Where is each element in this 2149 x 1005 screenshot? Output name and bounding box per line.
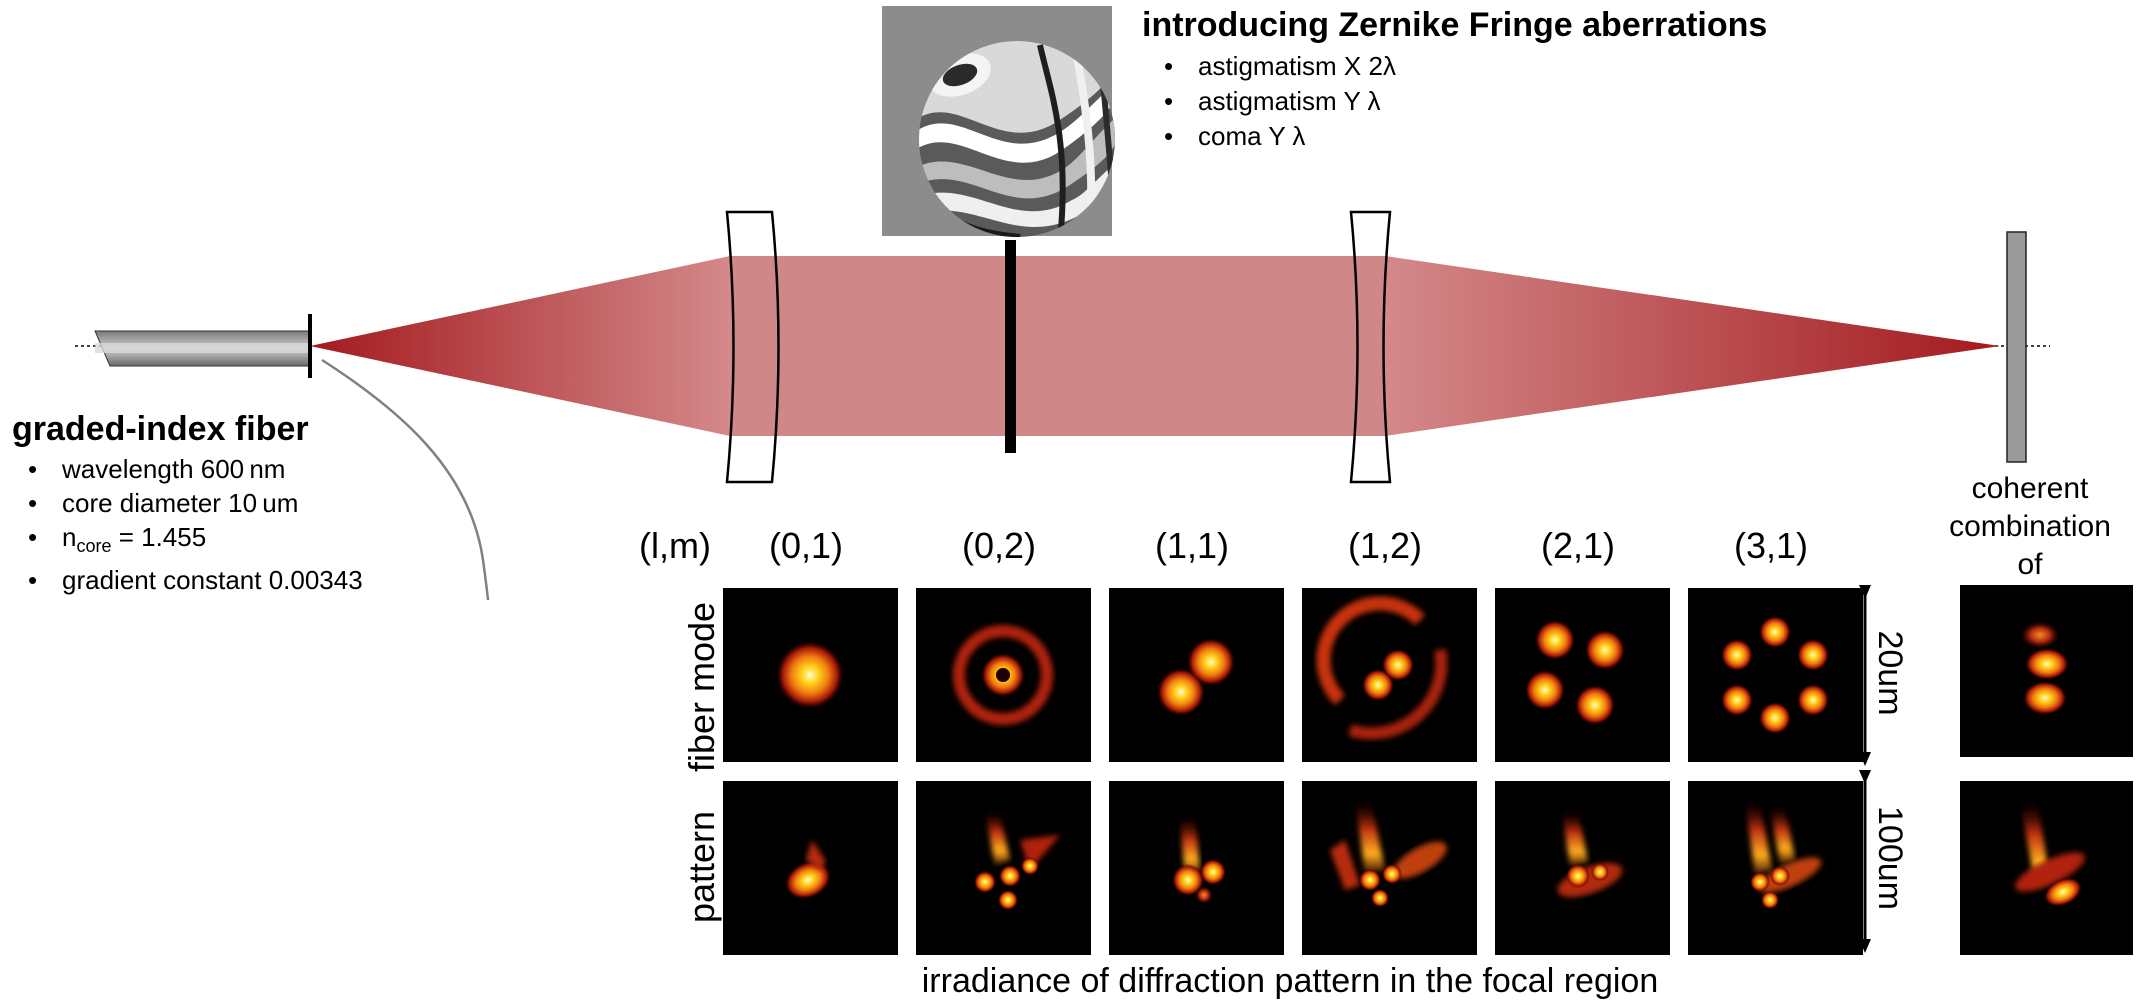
row-label-fiber-mode: fiber mode [681, 601, 722, 773]
zernike-item: coma Y λ [1158, 119, 1396, 154]
combination-label-line: coherent [1971, 472, 2089, 505]
scale-label-100um: 100um [1871, 806, 1909, 910]
caption: irradiance of diffraction pattern in the… [921, 962, 1659, 1000]
column-heading: (1,1) [1154, 525, 1230, 566]
column-heading: (3,1) [1733, 525, 1809, 566]
panel-pattern-3-1 [1688, 781, 1863, 955]
panel-pattern-0-2 [916, 781, 1091, 955]
panel-pattern-1-2 [1302, 781, 1477, 955]
zernike-list: astigmatism X 2λ astigmatism Y λ coma Y … [1158, 49, 1396, 154]
phase-map-image [882, 6, 1115, 237]
scale-label-20um: 20um [1871, 630, 1909, 716]
panel-pattern-2-1 [1495, 781, 1670, 955]
column-heading: (2,1) [1540, 525, 1616, 566]
n-core-subscript: core [76, 536, 112, 557]
column-heading: (0,1) [768, 525, 844, 566]
fiber-spec-item: gradient constant 0.00343 [22, 563, 363, 597]
panel-fiber-0-2 [916, 588, 1091, 762]
zernike-item: astigmatism Y λ [1158, 84, 1396, 119]
lens-2 [1349, 210, 1392, 484]
combination-label-line: combination of [1949, 510, 2111, 581]
mode-arrow [321, 358, 490, 600]
combination-label: coherent combination of modes [1945, 470, 2115, 622]
combination-label-line: modes [1984, 586, 2076, 619]
panel-pattern-1-1 [1109, 781, 1284, 955]
zernike-title: introducing Zernike Fringe aberrations [1142, 6, 1768, 44]
fiber-spec-item: wavelength 600 nm [22, 452, 363, 486]
index-label: (l,m) [639, 525, 711, 566]
fiber-spec-list: wavelength 600 nm core diameter 10 um nc… [22, 452, 363, 597]
diverging-beam [310, 256, 730, 436]
optical-layout [75, 6, 2050, 600]
row-label-pattern: pattern [681, 810, 722, 924]
fiber-spec-item: ncore = 1.455 [22, 520, 363, 563]
panel-pattern-0-1 [723, 781, 898, 955]
panel-pattern-combined [1960, 781, 2133, 955]
panel-fiber-1-1 [1109, 588, 1284, 762]
column-heading: (1,2) [1347, 525, 1423, 566]
converging-beam [1385, 256, 2000, 436]
panel-fiber-0-1 [723, 588, 898, 762]
aberration-plate [1005, 240, 1016, 453]
panel-fiber-3-1 [1688, 588, 1863, 762]
n-core-value: = 1.455 [111, 522, 207, 552]
lens-1 [725, 210, 780, 484]
fiber-title: graded-index fiber [12, 410, 309, 448]
scale-bars [1859, 585, 1871, 953]
fiber-spec-item: core diameter 10 um [22, 486, 363, 520]
fiber-icon [94, 314, 312, 378]
column-heading: (0,2) [961, 525, 1037, 566]
collimated-beam [730, 256, 1385, 436]
panel-fiber-2-1 [1495, 588, 1670, 762]
n-core-symbol: n [62, 522, 77, 552]
panel-fiber-1-2 [1302, 588, 1477, 762]
detector-screen [2006, 231, 2027, 463]
zernike-item: astigmatism X 2λ [1158, 49, 1396, 84]
